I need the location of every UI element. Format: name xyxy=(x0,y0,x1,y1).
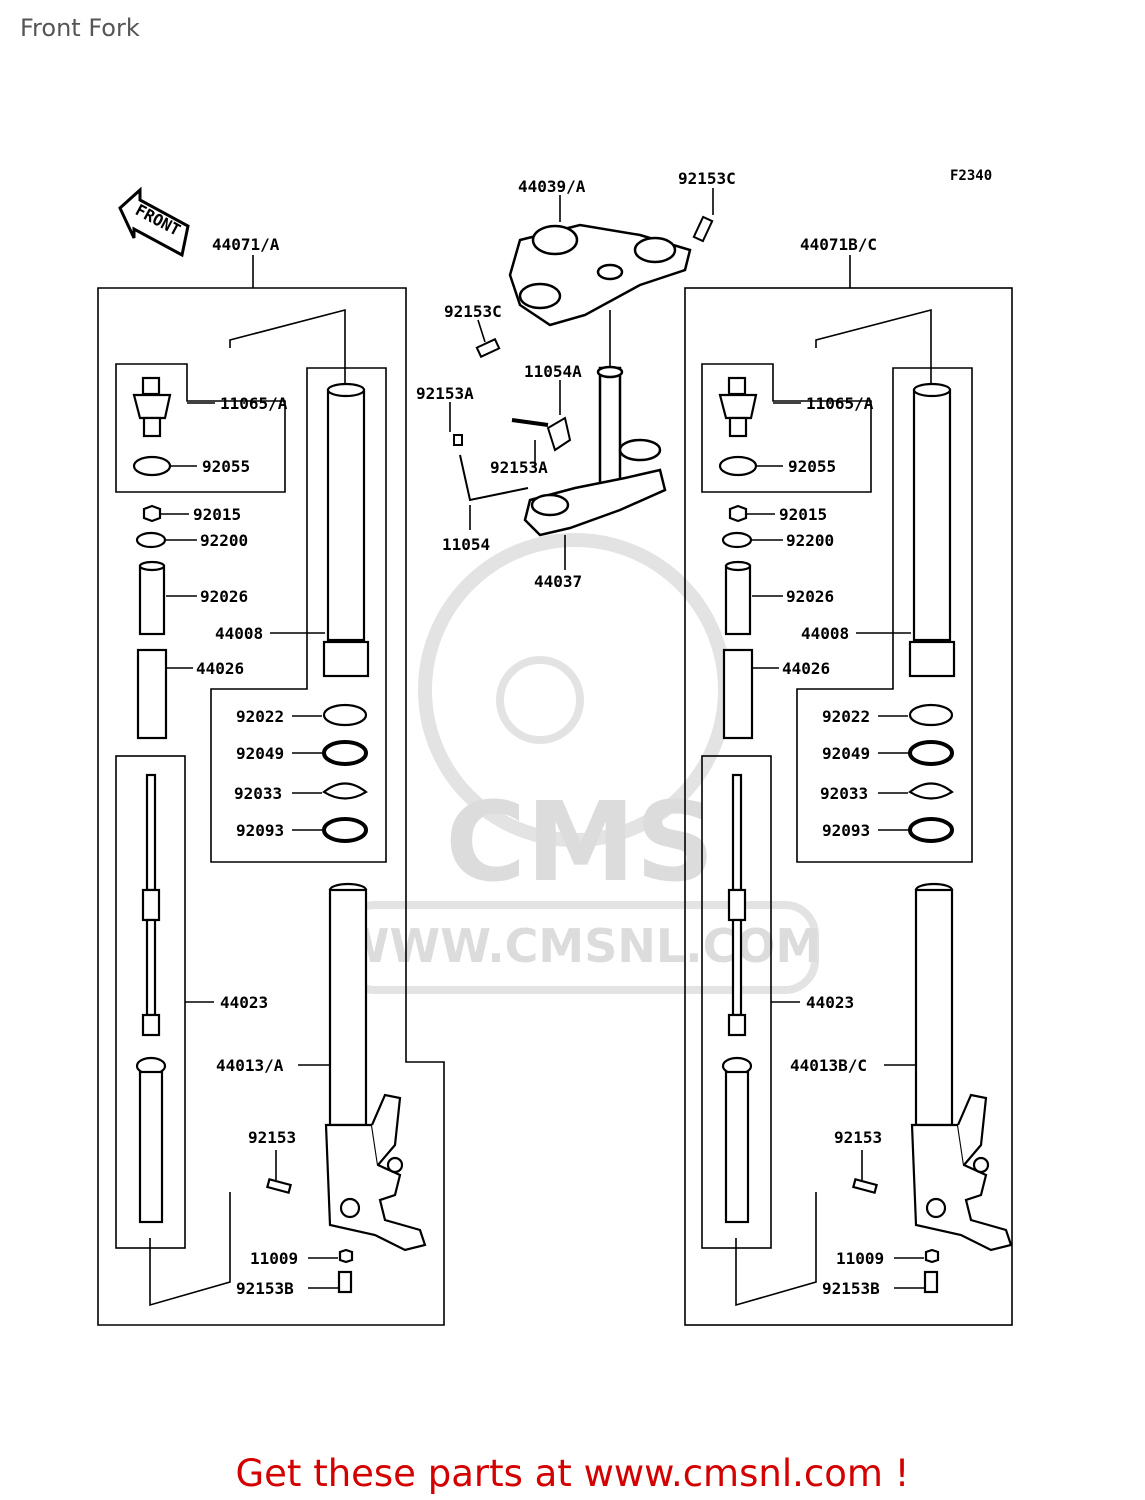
right-label-collar: 92026 xyxy=(786,587,834,606)
page-title: Front Fork xyxy=(20,14,140,42)
right-label-cap-assy: 11065/A xyxy=(806,394,874,413)
center-leaders xyxy=(449,188,714,570)
figure-code: F2340 xyxy=(950,168,993,184)
label-92153a-middle: 92153A xyxy=(490,458,548,477)
front-arrow-icon: FRONT xyxy=(118,186,190,258)
right-label-o-ring: 92055 xyxy=(788,457,836,476)
left-label-gasket: 11009 xyxy=(250,1249,298,1268)
left-label-outer-tube: 44008 xyxy=(215,624,263,643)
left-label-cylinder: 44023 xyxy=(220,993,268,1012)
right-label-bottom-bolt: 92153B xyxy=(822,1279,880,1298)
label-92153c-right: 92153C xyxy=(678,169,736,188)
label-44039a: 44039/A xyxy=(518,177,586,196)
right-label-bolt: 92153 xyxy=(834,1128,882,1147)
left-label-oil-seal: 92049 xyxy=(236,744,284,763)
right-label-washer: 92200 xyxy=(786,531,834,550)
right-label-circlip: 92033 xyxy=(820,784,868,803)
left-label-inner-tube: 44013/A xyxy=(216,1056,284,1075)
label-92153c-left: 92153C xyxy=(444,302,502,321)
label-11054: 11054 xyxy=(442,535,490,554)
steering-stem-part xyxy=(523,365,667,537)
label-11054a: 11054A xyxy=(524,362,582,381)
left-label-bottom-bolt: 92153B xyxy=(236,1279,294,1298)
right-label-dust-seal: 92093 xyxy=(822,821,870,840)
right-label-spring: 44026 xyxy=(782,659,830,678)
right-label-inner-tube: 44013B/C xyxy=(790,1056,867,1075)
watermark-url: WWW.CMSNL.COM xyxy=(339,919,822,973)
watermark-brand: CMS xyxy=(445,778,714,906)
left-label-spring: 44026 xyxy=(196,659,244,678)
left-label-o-ring: 92055 xyxy=(202,457,250,476)
right-fork-group: 44071B/C 11065/A 92055 92015 92200 92026… xyxy=(684,235,1013,1326)
right-label-outer-tube: 44008 xyxy=(801,624,849,643)
left-label-collar: 92026 xyxy=(200,587,248,606)
left-label-nut: 92015 xyxy=(193,505,241,524)
right-label-nut: 92015 xyxy=(779,505,827,524)
right-label-cylinder: 44023 xyxy=(806,993,854,1012)
upper-bracket-part xyxy=(508,223,692,327)
label-44037: 44037 xyxy=(534,572,582,591)
right-label-assembly: 44071B/C xyxy=(800,235,877,254)
bolt-top-left-icon xyxy=(475,337,501,359)
bolt-top-right-icon xyxy=(692,215,714,243)
right-label-oil-seal: 92049 xyxy=(822,744,870,763)
left-label-circlip: 92033 xyxy=(234,784,282,803)
label-92153a-left: 92153A xyxy=(416,384,474,403)
right-label-gasket: 11009 xyxy=(836,1249,884,1268)
left-label-assembly: 44071/A xyxy=(212,235,280,254)
hose-clamp-part xyxy=(453,416,572,502)
right-label-bushing: 92022 xyxy=(822,707,870,726)
left-label-washer: 92200 xyxy=(200,531,248,550)
left-label-dust-seal: 92093 xyxy=(236,821,284,840)
left-label-cap-assy: 11065/A xyxy=(220,394,288,413)
left-label-bolt: 92153 xyxy=(248,1128,296,1147)
footer-link[interactable]: Get these parts at www.cmsnl.com ! xyxy=(235,1452,910,1495)
left-label-bushing: 92022 xyxy=(236,707,284,726)
left-fork-group: 44071/A 11065/A 92055 92015 92200 92026 … xyxy=(97,235,445,1326)
